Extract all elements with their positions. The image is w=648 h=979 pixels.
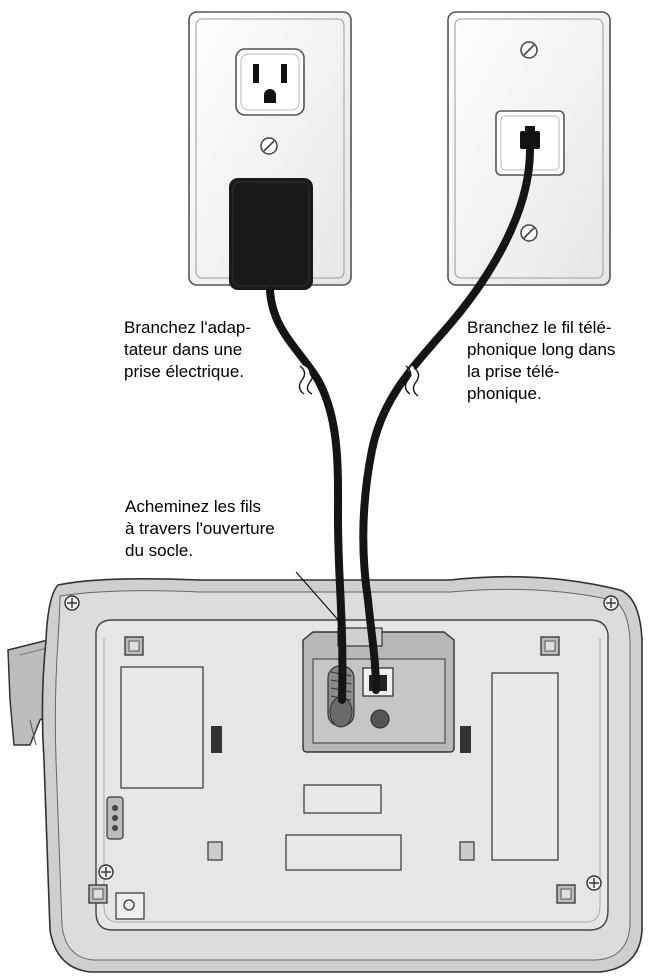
telephone-base bbox=[7, 575, 643, 973]
screw-icon bbox=[98, 864, 114, 880]
phone-line-instruction: Branchez le fil télé- phonique long dans… bbox=[467, 318, 616, 403]
screw-icon bbox=[586, 875, 602, 891]
leader-line bbox=[295, 571, 341, 623]
power-adapter bbox=[229, 178, 313, 290]
screw-icon bbox=[520, 224, 538, 242]
tab bbox=[459, 841, 475, 861]
adapter-instruction: Branchez l'adap- tateur dans une prise é… bbox=[124, 318, 252, 381]
tab bbox=[207, 841, 223, 861]
rubber-foot bbox=[540, 636, 560, 656]
rubber-foot bbox=[556, 884, 576, 904]
screw-icon bbox=[603, 595, 619, 611]
label-panel-left bbox=[120, 666, 204, 789]
mount-keyhole bbox=[115, 892, 145, 920]
charge-contacts bbox=[106, 796, 124, 840]
screw-icon bbox=[520, 41, 538, 59]
route-wires-instruction: Acheminez les fils à travers l'ouverture… bbox=[125, 497, 275, 560]
phone-cord bbox=[359, 146, 534, 694]
rubber-foot bbox=[124, 636, 144, 656]
power-cord bbox=[266, 286, 347, 704]
screw-icon bbox=[64, 595, 80, 611]
screw-icon bbox=[260, 137, 278, 155]
latch bbox=[460, 726, 471, 753]
latch bbox=[211, 726, 222, 753]
label-panel-center-top bbox=[303, 784, 382, 814]
rubber-foot bbox=[88, 884, 108, 904]
label-panel-center-bottom bbox=[285, 834, 402, 871]
label-panel-right bbox=[491, 672, 559, 861]
power-outlet-icon bbox=[235, 48, 305, 116]
